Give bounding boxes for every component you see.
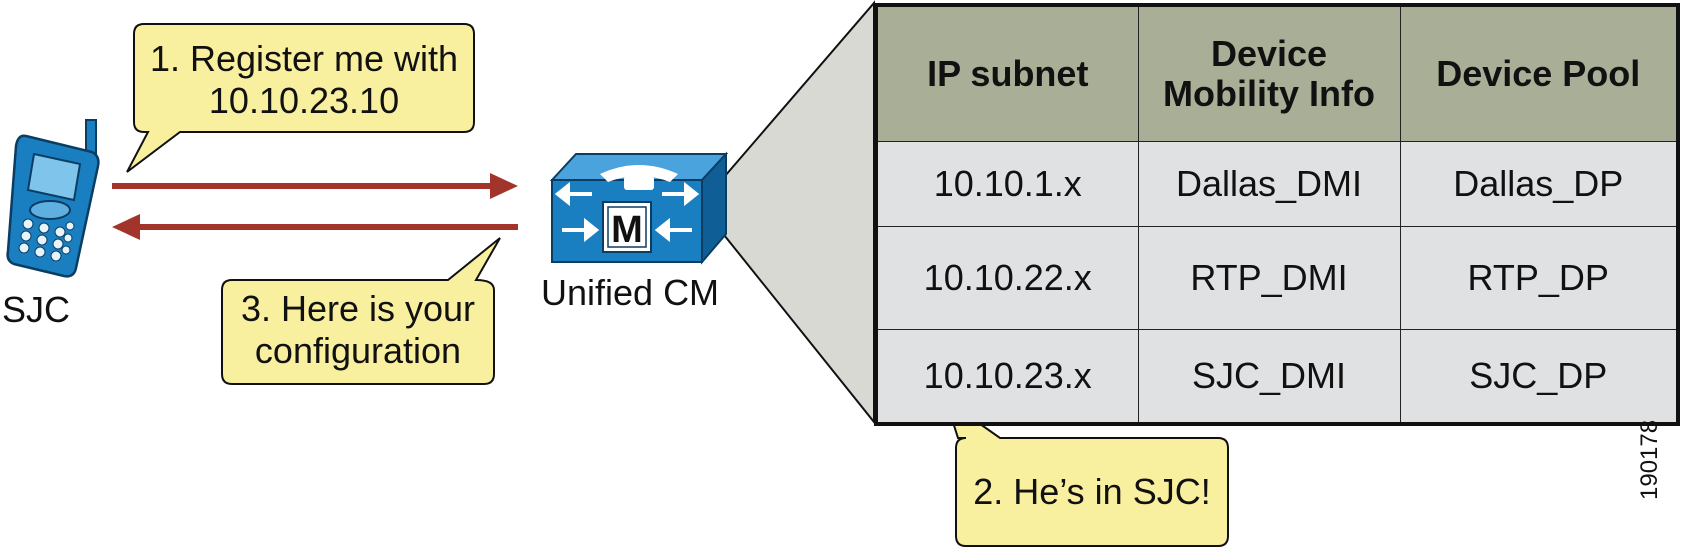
cell-device-mobility-info: RTP_DMI — [1137, 225, 1401, 330]
callout-config-text: 3. Here is your configuration — [240, 288, 476, 371]
phone-label: SJC — [2, 289, 71, 330]
table-row: 10.10.23.x SJC_DMI SJC_DP — [875, 328, 1679, 425]
table-row: 10.10.22.x RTP_DMI RTP_DP — [875, 225, 1679, 330]
cell-ip-subnet: 10.10.23.x — [875, 328, 1139, 425]
mobile-phone-icon — [6, 119, 100, 278]
cell-device-mobility-info: Dallas_DMI — [1137, 140, 1401, 227]
cell-device-pool: RTP_DP — [1399, 225, 1679, 330]
arrow-request — [112, 173, 518, 199]
cell-ip-subnet: 10.10.22.x — [875, 225, 1139, 330]
server-label: Unified CM — [541, 272, 720, 313]
header-device-mobility-info: Device Mobility Info — [1137, 4, 1401, 142]
device-mobility-table: IP subnet Device Mobility Info Device Po… — [874, 3, 1680, 426]
cell-device-pool: SJC_DP — [1399, 328, 1679, 425]
cell-ip-subnet: 10.10.1.x — [875, 140, 1139, 227]
table-header-row: IP subnet Device Mobility Info Device Po… — [875, 4, 1679, 142]
arrow-response — [112, 214, 518, 240]
unified-cm-icon: M — [550, 151, 729, 265]
callout-register-text: 1. Register me with 10.10.23.10 — [149, 38, 459, 121]
table-row: 10.10.1.x Dallas_DMI Dallas_DP — [875, 140, 1679, 227]
server-badge: M — [611, 209, 643, 251]
cell-device-mobility-info: SJC_DMI — [1137, 328, 1401, 425]
header-device-pool: Device Pool — [1399, 4, 1679, 142]
header-ip-subnet: IP subnet — [875, 4, 1139, 142]
cell-device-pool: Dallas_DP — [1399, 140, 1679, 227]
figure-number: 190178 — [1636, 419, 1663, 500]
callout-location-text: 2. He’s in SJC! — [973, 471, 1211, 512]
